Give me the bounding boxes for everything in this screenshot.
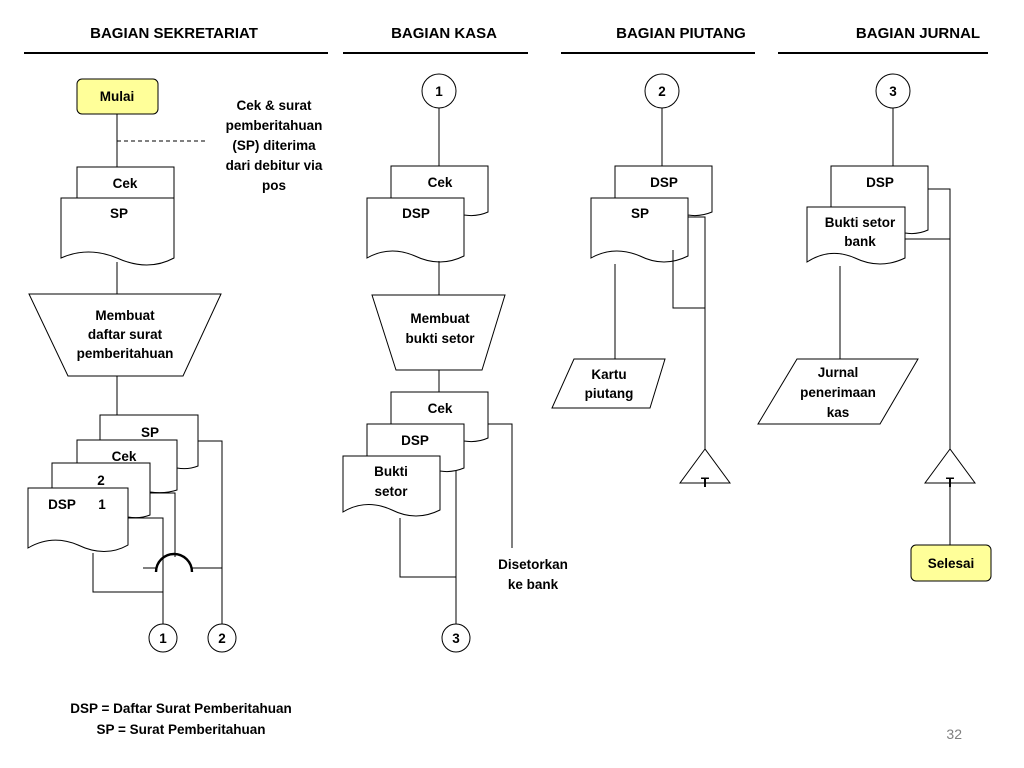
document-label: Bukti	[374, 464, 408, 479]
flow-line	[488, 423, 513, 548]
journal-label: Jurnal	[818, 365, 859, 380]
ledger-label: Kartu	[591, 367, 626, 382]
document-label: 1	[98, 497, 106, 512]
start-label: Mulai	[100, 89, 135, 104]
file-storage-triangle	[679, 448, 731, 484]
document-label: DSP	[48, 497, 76, 512]
document-label: Cek	[428, 401, 453, 416]
file-label: T	[946, 475, 955, 490]
process-membuat-bukti-setor	[371, 294, 506, 371]
flow-line	[688, 216, 706, 308]
document-dsp-copy1	[27, 487, 129, 552]
document-label: SP	[631, 206, 649, 221]
ledger-label: piutang	[585, 386, 634, 401]
header-sekretariat: BAGIAN SEKRETARIAT	[90, 25, 258, 42]
file-label: T	[701, 475, 710, 490]
flow-line	[928, 188, 951, 449]
document-sp	[590, 197, 689, 263]
column-piutang: 2 DSP SP Kartu piutang T	[551, 73, 731, 490]
connector-3	[441, 623, 471, 653]
note-line: pemberitahuan	[226, 118, 323, 133]
flow-line	[150, 492, 176, 557]
flow-line	[128, 517, 164, 592]
routing-lines	[92, 440, 223, 624]
document-label: DSP	[650, 175, 678, 190]
note-line: pos	[262, 178, 286, 193]
column-jurnal: 3 DSP Bukti setor bank Jurnal penerimaan…	[757, 73, 992, 582]
journal-label: kas	[827, 405, 850, 420]
connector-label: 2	[658, 84, 666, 99]
process-label: daftar surat	[88, 327, 163, 342]
legend: DSP = Daftar Surat Pemberitahuan SP = Su…	[70, 701, 291, 737]
routing-lines	[839, 188, 951, 545]
header-jurnal: BAGIAN JURNAL	[856, 25, 980, 42]
journal-penerimaan-kas	[757, 358, 919, 425]
document-label: DSP	[866, 175, 894, 190]
file-storage-triangle	[924, 448, 976, 484]
legend-sp: SP = Surat Pemberitahuan	[97, 722, 266, 737]
flow-line	[672, 250, 706, 449]
document-label: 2	[97, 473, 105, 488]
process-label: pemberitahuan	[77, 346, 174, 361]
end-label: Selesai	[928, 556, 975, 571]
note-line: dari debitur via	[226, 158, 323, 173]
flow-line	[198, 440, 223, 624]
connector-label: 3	[889, 84, 897, 99]
document-label: bank	[844, 234, 876, 249]
flow-line	[92, 553, 164, 624]
flow-line	[399, 518, 456, 578]
column-kasa: 1 Cek DSP Membuat bukti setor Cek DSP Bu…	[342, 73, 568, 653]
connector-label: 1	[435, 84, 443, 99]
note-line: (SP) diterima	[232, 138, 316, 153]
note-line: Cek & surat	[236, 98, 312, 113]
document-label: Cek	[428, 175, 453, 190]
document-bukti-setor	[342, 455, 441, 517]
journal-label: penerimaan	[800, 385, 876, 400]
line-jump	[154, 552, 194, 573]
document-label: DSP	[402, 206, 430, 221]
column-sekretariat: Mulai Cek & surat pemberitahuan (SP) dit…	[27, 78, 323, 653]
connector-label: 3	[452, 631, 460, 646]
routing-lines	[614, 216, 706, 449]
connector-2	[207, 623, 237, 653]
process-label: Membuat	[95, 308, 155, 323]
document-sp	[60, 197, 175, 266]
process-label: bukti setor	[405, 331, 475, 346]
deposit-note: ke bank	[508, 577, 559, 592]
page-number: 32	[946, 726, 962, 742]
document-label: Cek	[112, 449, 137, 464]
header-kasa: BAGIAN KASA	[391, 25, 497, 42]
connector-1	[148, 623, 178, 653]
document-sp-label: SP	[110, 206, 128, 221]
column-headers: BAGIAN SEKRETARIAT BAGIAN KASA BAGIAN PI…	[24, 25, 988, 54]
document-label: Bukti setor	[825, 215, 896, 230]
process-membuat-dsp	[28, 293, 222, 377]
ledger-kartu-piutang	[551, 358, 666, 409]
document-dsp	[366, 197, 465, 263]
document-label: SP	[141, 425, 159, 440]
document-label: DSP	[401, 433, 429, 448]
document-bukti-setor-bank	[806, 206, 906, 265]
deposit-note: Disetorkan	[498, 557, 568, 572]
connector-label: 1	[159, 631, 167, 646]
connector-label: 2	[218, 631, 226, 646]
process-label: Membuat	[410, 311, 470, 326]
document-label: setor	[374, 484, 408, 499]
document-cek-label: Cek	[113, 176, 138, 191]
end-terminal	[910, 544, 992, 582]
routing-lines	[399, 423, 513, 624]
header-piutang: BAGIAN PIUTANG	[616, 25, 746, 42]
receipt-note: Cek & surat pemberitahuan (SP) diterima …	[226, 98, 323, 193]
legend-dsp: DSP = Daftar Surat Pemberitahuan	[70, 701, 291, 716]
